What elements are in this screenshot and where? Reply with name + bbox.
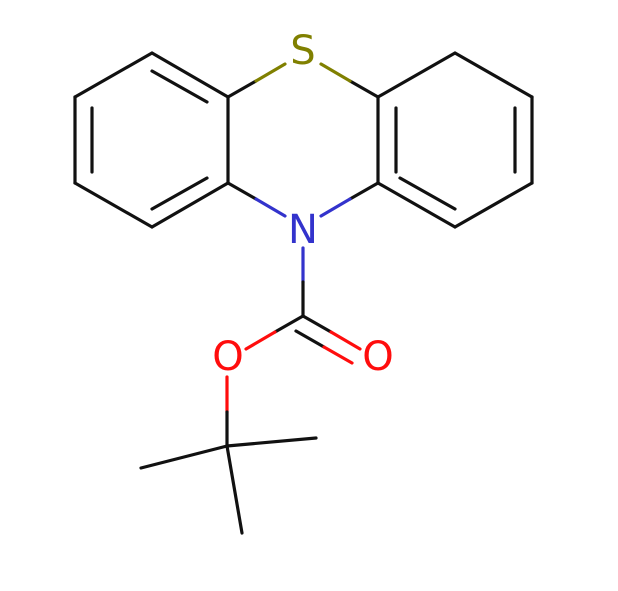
atom-label-carbonyl-oxygen: O [362,334,393,380]
bond-right-ring-1 [376,51,457,99]
bond-cn-left-a [226,181,258,201]
bond-left-ring-inner-3 [150,176,209,211]
bond-cs-left-b [254,62,287,83]
bond-right-ring-4 [453,181,534,229]
bond-carbonyl-ester-a [273,314,305,334]
bond-carbonyl-o-a [301,314,333,334]
bond-left-ring-2 [73,51,154,99]
bond-cn-left-b [254,197,287,218]
bond-cs-left-a [226,79,258,99]
bond-cs-right-a [348,79,380,99]
bond-tbu-methyl-left [139,444,229,470]
bond-carbonyl-o-b [329,330,362,351]
atom-label-sulfur: S [290,28,315,74]
bond-cs-right-b [319,62,352,83]
bond-carbonyl-ester-b [244,330,277,351]
atom-label-ester-oxygen: O [212,334,243,380]
bond-left-ring-1 [150,51,230,99]
bond-tbu-methyl-down [225,444,244,535]
bond-right-ring-2 [453,51,534,99]
bond-tbu-methyl-right [225,436,318,448]
bond-carbonyl-o2-a [294,329,326,349]
bond-right-ring-inner-3 [398,176,457,211]
bond-carbonyl-o2-b [322,345,354,365]
atom-label-nitrogen: N [288,207,318,253]
bond-cn-right-a [348,181,380,201]
bond-left-ring-5 [150,181,230,229]
bond-left-ring-4 [73,181,154,229]
bond-cn-right-b [319,197,352,218]
bond-right-ring-5 [376,181,457,229]
bond-left-ring-inner-2 [150,69,209,104]
